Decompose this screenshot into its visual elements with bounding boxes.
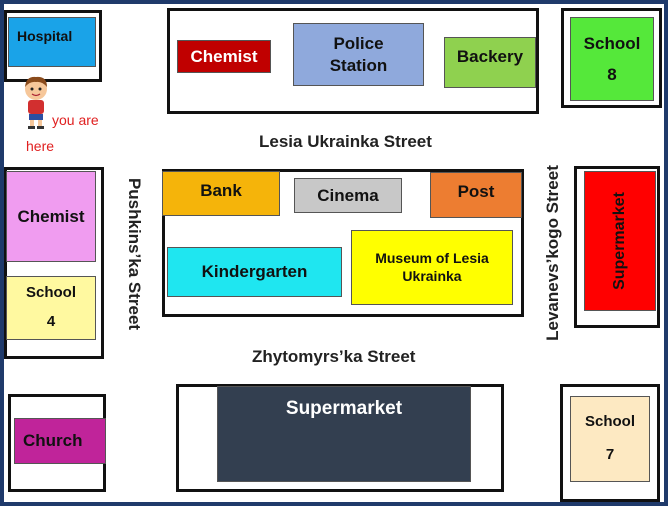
cinema: Cinema: [294, 178, 402, 213]
street-levanevskogo: Levanevs’kogo Street: [543, 165, 562, 341]
kindergarten-label: Kindergarten: [201, 262, 308, 282]
school-7-label: School: [584, 413, 635, 431]
you-are-here-line2: here: [26, 138, 55, 154]
street-pushkinska: Pushkins’ka Street: [125, 177, 144, 331]
police-station-label: Police Station: [329, 34, 388, 75]
cinema-label: Cinema: [317, 185, 379, 205]
street-lesia-ukrainka: Lesia Ukrainka Street: [259, 132, 432, 151]
museum-lesia-ukrainka: Museum of Lesia Ukrainka: [351, 230, 513, 305]
bank-label: Bank: [200, 181, 242, 200]
kindergarten: Kindergarten: [167, 247, 342, 297]
museum-label: Museum of Lesia Ukrainka: [375, 250, 489, 284]
post: Post: [430, 172, 522, 218]
supermarket-bottom-label: Supermarket: [285, 398, 403, 419]
post-label: Post: [457, 182, 495, 201]
school-4: School 4: [6, 276, 96, 340]
chemist-top-label: Chemist: [190, 46, 258, 66]
bakery: Backery: [444, 37, 536, 88]
bakery-label: Backery: [456, 47, 524, 66]
chemist-left-label: Chemist: [17, 206, 85, 226]
you-are-here-line1: you are: [52, 112, 99, 128]
hospital-label: Hospital: [17, 28, 73, 44]
church-label: Church: [23, 431, 83, 451]
school-8-number: 8: [607, 65, 617, 84]
you-are-here-label: you are: [52, 111, 99, 129]
school-8: School 8: [570, 17, 654, 101]
supermarket-right-label: Supermarket: [611, 192, 629, 290]
chemist-top: Chemist: [177, 40, 271, 73]
school-4-label: School: [25, 284, 76, 302]
hospital: Hospital: [8, 17, 96, 67]
supermarket-bottom: Supermarket: [217, 386, 471, 482]
supermarket-right: Supermarket: [584, 171, 656, 311]
chemist-left: Chemist: [6, 171, 96, 262]
street-zhytomyrska: Zhytomyrs’ka Street: [252, 347, 416, 366]
you-are-here-label-2: here: [26, 137, 54, 155]
school-4-number: 4: [46, 313, 56, 330]
school-7-number: 7: [605, 446, 615, 463]
school-7: School 7: [570, 396, 650, 482]
boy-icon: [25, 76, 47, 129]
church: Church: [14, 418, 106, 464]
school-8-label: School: [583, 33, 641, 53]
police-station: Police Station: [293, 23, 424, 86]
bank: Bank: [162, 171, 280, 216]
